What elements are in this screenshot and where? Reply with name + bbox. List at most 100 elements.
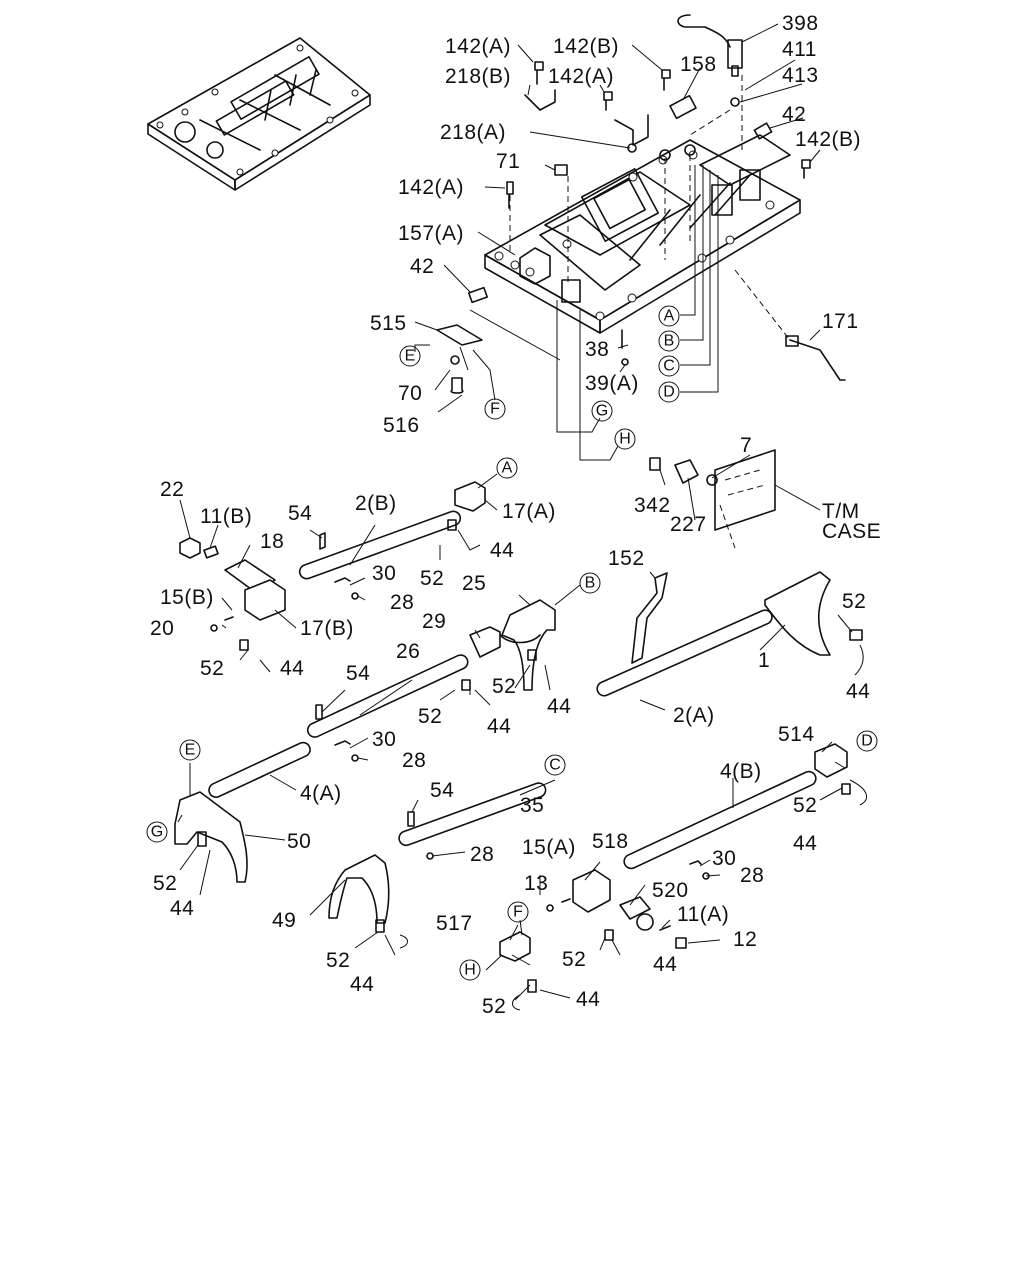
part-labels: 398 411 413 42 142(B) 142(A) 142(B) 218(… — [150, 12, 881, 1018]
label-398: 398 — [782, 12, 819, 35]
label-18: 18 — [260, 530, 284, 553]
callouts: A B C D E F G H A B E G C D F H — [146, 305, 878, 981]
label-44-h: 44 — [350, 973, 374, 996]
label-7: 7 — [740, 434, 752, 457]
label-44-d: 44 — [487, 715, 511, 738]
callout-h-top: H — [619, 431, 631, 448]
label-4a: 4(A) — [300, 782, 342, 805]
label-12: 12 — [733, 928, 757, 951]
callout-e-bottom: E — [185, 742, 196, 759]
callout-a-top: A — [664, 308, 675, 325]
label-52-j: 52 — [482, 995, 506, 1018]
label-50: 50 — [287, 830, 311, 853]
label-28-b: 28 — [402, 749, 426, 772]
label-70: 70 — [398, 382, 422, 405]
label-142b-top: 142(B) — [553, 35, 619, 58]
callout-h-bottom: H — [464, 962, 476, 979]
label-520: 520 — [652, 879, 689, 902]
label-227: 227 — [670, 513, 707, 536]
label-28-c: 28 — [470, 843, 494, 866]
shift-cover-assembly — [484, 134, 801, 334]
label-15b: 15(B) — [160, 586, 214, 609]
leader-lines-top — [414, 23, 821, 461]
label-52-g: 52 — [153, 872, 177, 895]
label-54-a: 54 — [288, 502, 312, 525]
label-35: 35 — [520, 794, 544, 817]
label-30-c: 30 — [712, 847, 736, 870]
shift-rails-and-forks — [174, 449, 863, 993]
label-4b: 4(B) — [720, 760, 762, 783]
label-44-f: 44 — [793, 832, 817, 855]
label-52-f: 52 — [793, 794, 817, 817]
top-hardware — [436, 14, 846, 394]
label-142a-top2: 142(A) — [548, 65, 614, 88]
callout-b-top: B — [664, 333, 675, 350]
callout-f-bottom: F — [513, 904, 523, 921]
label-52-b: 52 — [200, 657, 224, 680]
label-52-a: 52 — [420, 567, 444, 590]
label-54-b: 54 — [346, 662, 370, 685]
label-44-c: 44 — [547, 695, 571, 718]
label-218b: 218(B) — [445, 65, 511, 88]
label-13: 13 — [524, 872, 548, 895]
label-30-b: 30 — [372, 728, 396, 751]
label-case: CASE — [822, 520, 881, 543]
label-142b-right: 142(B) — [795, 128, 861, 151]
label-52-i: 52 — [562, 948, 586, 971]
label-152: 152 — [608, 547, 645, 570]
label-2b: 2(B) — [355, 492, 397, 515]
label-49: 49 — [272, 909, 296, 932]
leader-lines-bottom — [177, 454, 868, 1011]
label-413: 413 — [782, 64, 819, 87]
label-515: 515 — [370, 312, 407, 335]
label-44-g: 44 — [170, 897, 194, 920]
label-17a: 17(A) — [502, 500, 556, 523]
callout-b-bottom: B — [585, 575, 596, 592]
label-142a-topleft: 142(A) — [445, 35, 511, 58]
label-44-j: 44 — [576, 988, 600, 1011]
label-38: 38 — [585, 338, 609, 361]
label-39a: 39(A) — [585, 372, 639, 395]
label-44-a: 44 — [490, 539, 514, 562]
label-158: 158 — [680, 53, 717, 76]
label-44-e: 44 — [846, 680, 870, 703]
label-142a-left: 142(A) — [398, 176, 464, 199]
label-25: 25 — [462, 572, 486, 595]
callout-d-bottom: D — [861, 733, 873, 750]
label-52-c: 52 — [492, 675, 516, 698]
label-71: 71 — [496, 150, 520, 173]
label-44-b: 44 — [280, 657, 304, 680]
label-517: 517 — [436, 912, 473, 935]
callout-e-top: E — [405, 348, 416, 365]
label-171: 171 — [822, 310, 859, 333]
overview-assembly — [147, 37, 371, 191]
label-22: 22 — [160, 478, 184, 501]
callout-d-top: D — [663, 384, 675, 401]
label-30-a: 30 — [372, 562, 396, 585]
label-42-left: 42 — [410, 255, 434, 278]
label-52-e: 52 — [842, 590, 866, 613]
label-52-d: 52 — [418, 705, 442, 728]
label-11b: 11(B) — [200, 505, 252, 528]
callout-c-bottom: C — [549, 757, 561, 774]
callout-a-bottom: A — [502, 460, 513, 477]
label-26: 26 — [396, 640, 420, 663]
label-411: 411 — [782, 38, 817, 61]
label-28-d: 28 — [740, 864, 764, 887]
callout-f-top: F — [490, 401, 500, 418]
label-54-c: 54 — [430, 779, 454, 802]
label-29: 29 — [422, 610, 446, 633]
label-518: 518 — [592, 830, 629, 853]
label-514: 514 — [778, 723, 815, 746]
label-11a: 11(A) — [677, 903, 729, 926]
label-15a: 15(A) — [522, 836, 576, 859]
label-516: 516 — [383, 414, 420, 437]
label-28-a: 28 — [390, 591, 414, 614]
label-17b: 17(B) — [300, 617, 354, 640]
label-342: 342 — [634, 494, 671, 517]
label-218a: 218(A) — [440, 121, 506, 144]
label-tm: T/M — [822, 500, 860, 523]
label-2a: 2(A) — [673, 704, 715, 727]
label-52-h: 52 — [326, 949, 350, 972]
